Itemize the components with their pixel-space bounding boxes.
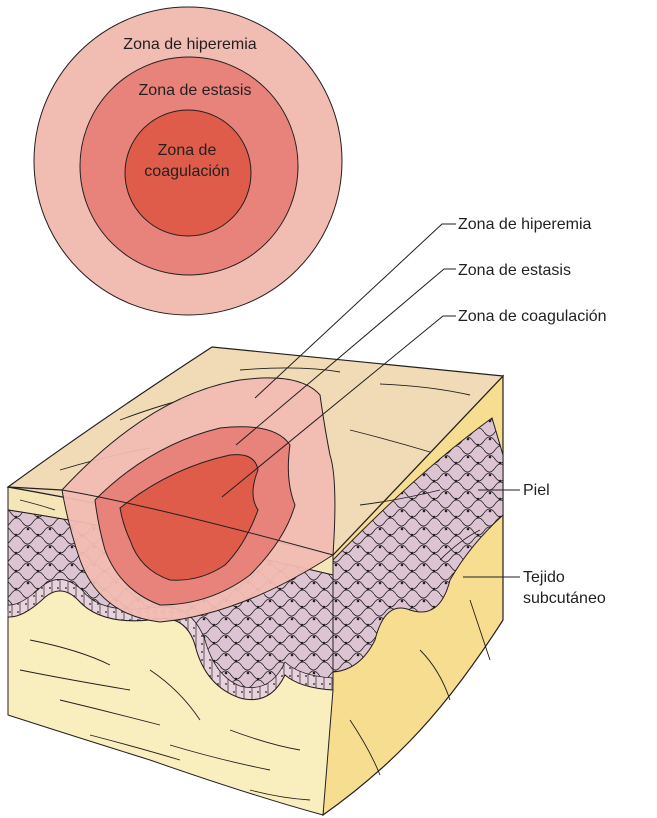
callout-subcutaneous-line2: subcutáneo <box>523 589 606 608</box>
top-coagulation-label-line2: coagulación <box>144 162 229 181</box>
top-stasis-label: Zona de estasis <box>139 81 252 100</box>
callout-coagulation: Zona de coagulación <box>458 307 607 326</box>
callout-stasis: Zona de estasis <box>458 261 571 280</box>
skin-block <box>8 347 503 815</box>
top-hyperemia-label: Zona de hiperemia <box>123 35 256 54</box>
callout-skin: Piel <box>523 481 550 500</box>
top-coagulation-label-line1: Zona de <box>158 141 217 160</box>
callout-subcutaneous-line1: Tejido <box>523 568 565 587</box>
callout-hyperemia: Zona de hiperemia <box>458 215 591 234</box>
